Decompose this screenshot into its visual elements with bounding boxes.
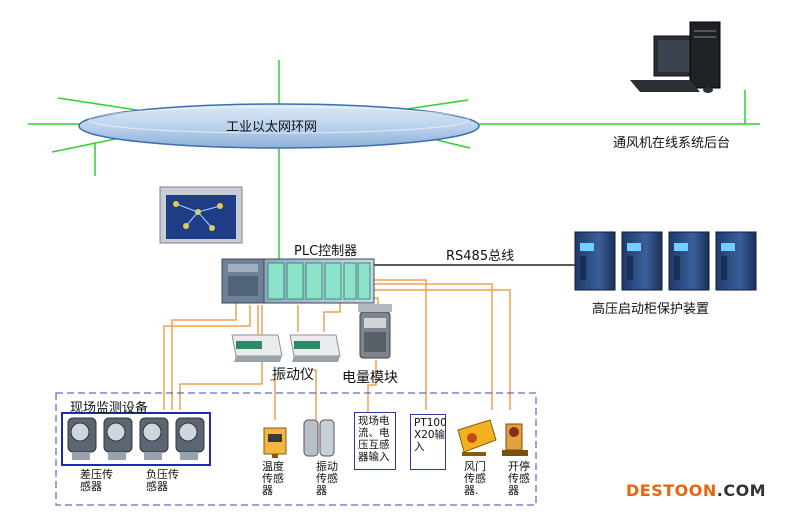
plc-controller-icon — [221, 258, 375, 304]
vibration-meter-icon — [231, 334, 283, 362]
cabinet-icon — [668, 231, 710, 291]
ring-spoke-ur — [399, 99, 469, 111]
protector-cabinets — [574, 231, 757, 291]
ring-label: 工业以太网环网 — [226, 120, 318, 135]
computer-icon — [630, 21, 721, 93]
vibration-sensor-label: 振动 传感 器 — [316, 460, 338, 497]
backend-label: 通风机在线系统后台 — [613, 136, 731, 151]
pressure-sensor-group — [61, 412, 211, 466]
power-module-label: 电量模块 — [342, 370, 398, 386]
plc-label: PLC控制器 — [294, 244, 358, 259]
cabinet-icon — [715, 231, 757, 291]
vibration-sensor-icon — [303, 419, 335, 457]
pressure-sensor-icons — [67, 417, 205, 460]
field-group-border — [55, 392, 537, 506]
ring-spoke-ul — [57, 97, 151, 113]
current-voltage-input-box: 现场电 流、电 压互感 器输入 — [354, 412, 396, 470]
temperature-sensor-label: 温度 传感 器 — [262, 460, 284, 497]
ethernet-ring — [78, 103, 480, 149]
cabinet-icon — [574, 231, 616, 291]
pt100-input-box: PT100 X20输 入 — [410, 414, 447, 470]
start-stop-sensor-icon — [502, 423, 528, 456]
temperature-sensor-icon — [263, 427, 287, 458]
ethernet-links — [28, 60, 760, 260]
protector-label: 高压启动柜保护装置 — [592, 302, 710, 317]
bus-label: RS485总线 — [446, 249, 515, 264]
damper-sensor-icon — [457, 419, 497, 456]
field-group-label: 现场监测设备 — [70, 401, 149, 416]
hmi-panel-icon — [159, 186, 243, 244]
start-stop-sensor-label: 开停 传感 器 — [508, 460, 530, 497]
vibration-meter-icon — [289, 334, 341, 362]
power-module-icon — [358, 304, 392, 359]
diff-pressure-label: 差压传 感器 — [80, 468, 113, 493]
cabinet-icon — [621, 231, 663, 291]
vibration-meter-label: 振动仪 — [272, 367, 314, 383]
watermark: DESTOON.COM — [626, 481, 767, 500]
neg-pressure-label: 负压传 感器 — [146, 468, 179, 493]
damper-sensor-label: 风门 传感 器. — [464, 460, 486, 497]
